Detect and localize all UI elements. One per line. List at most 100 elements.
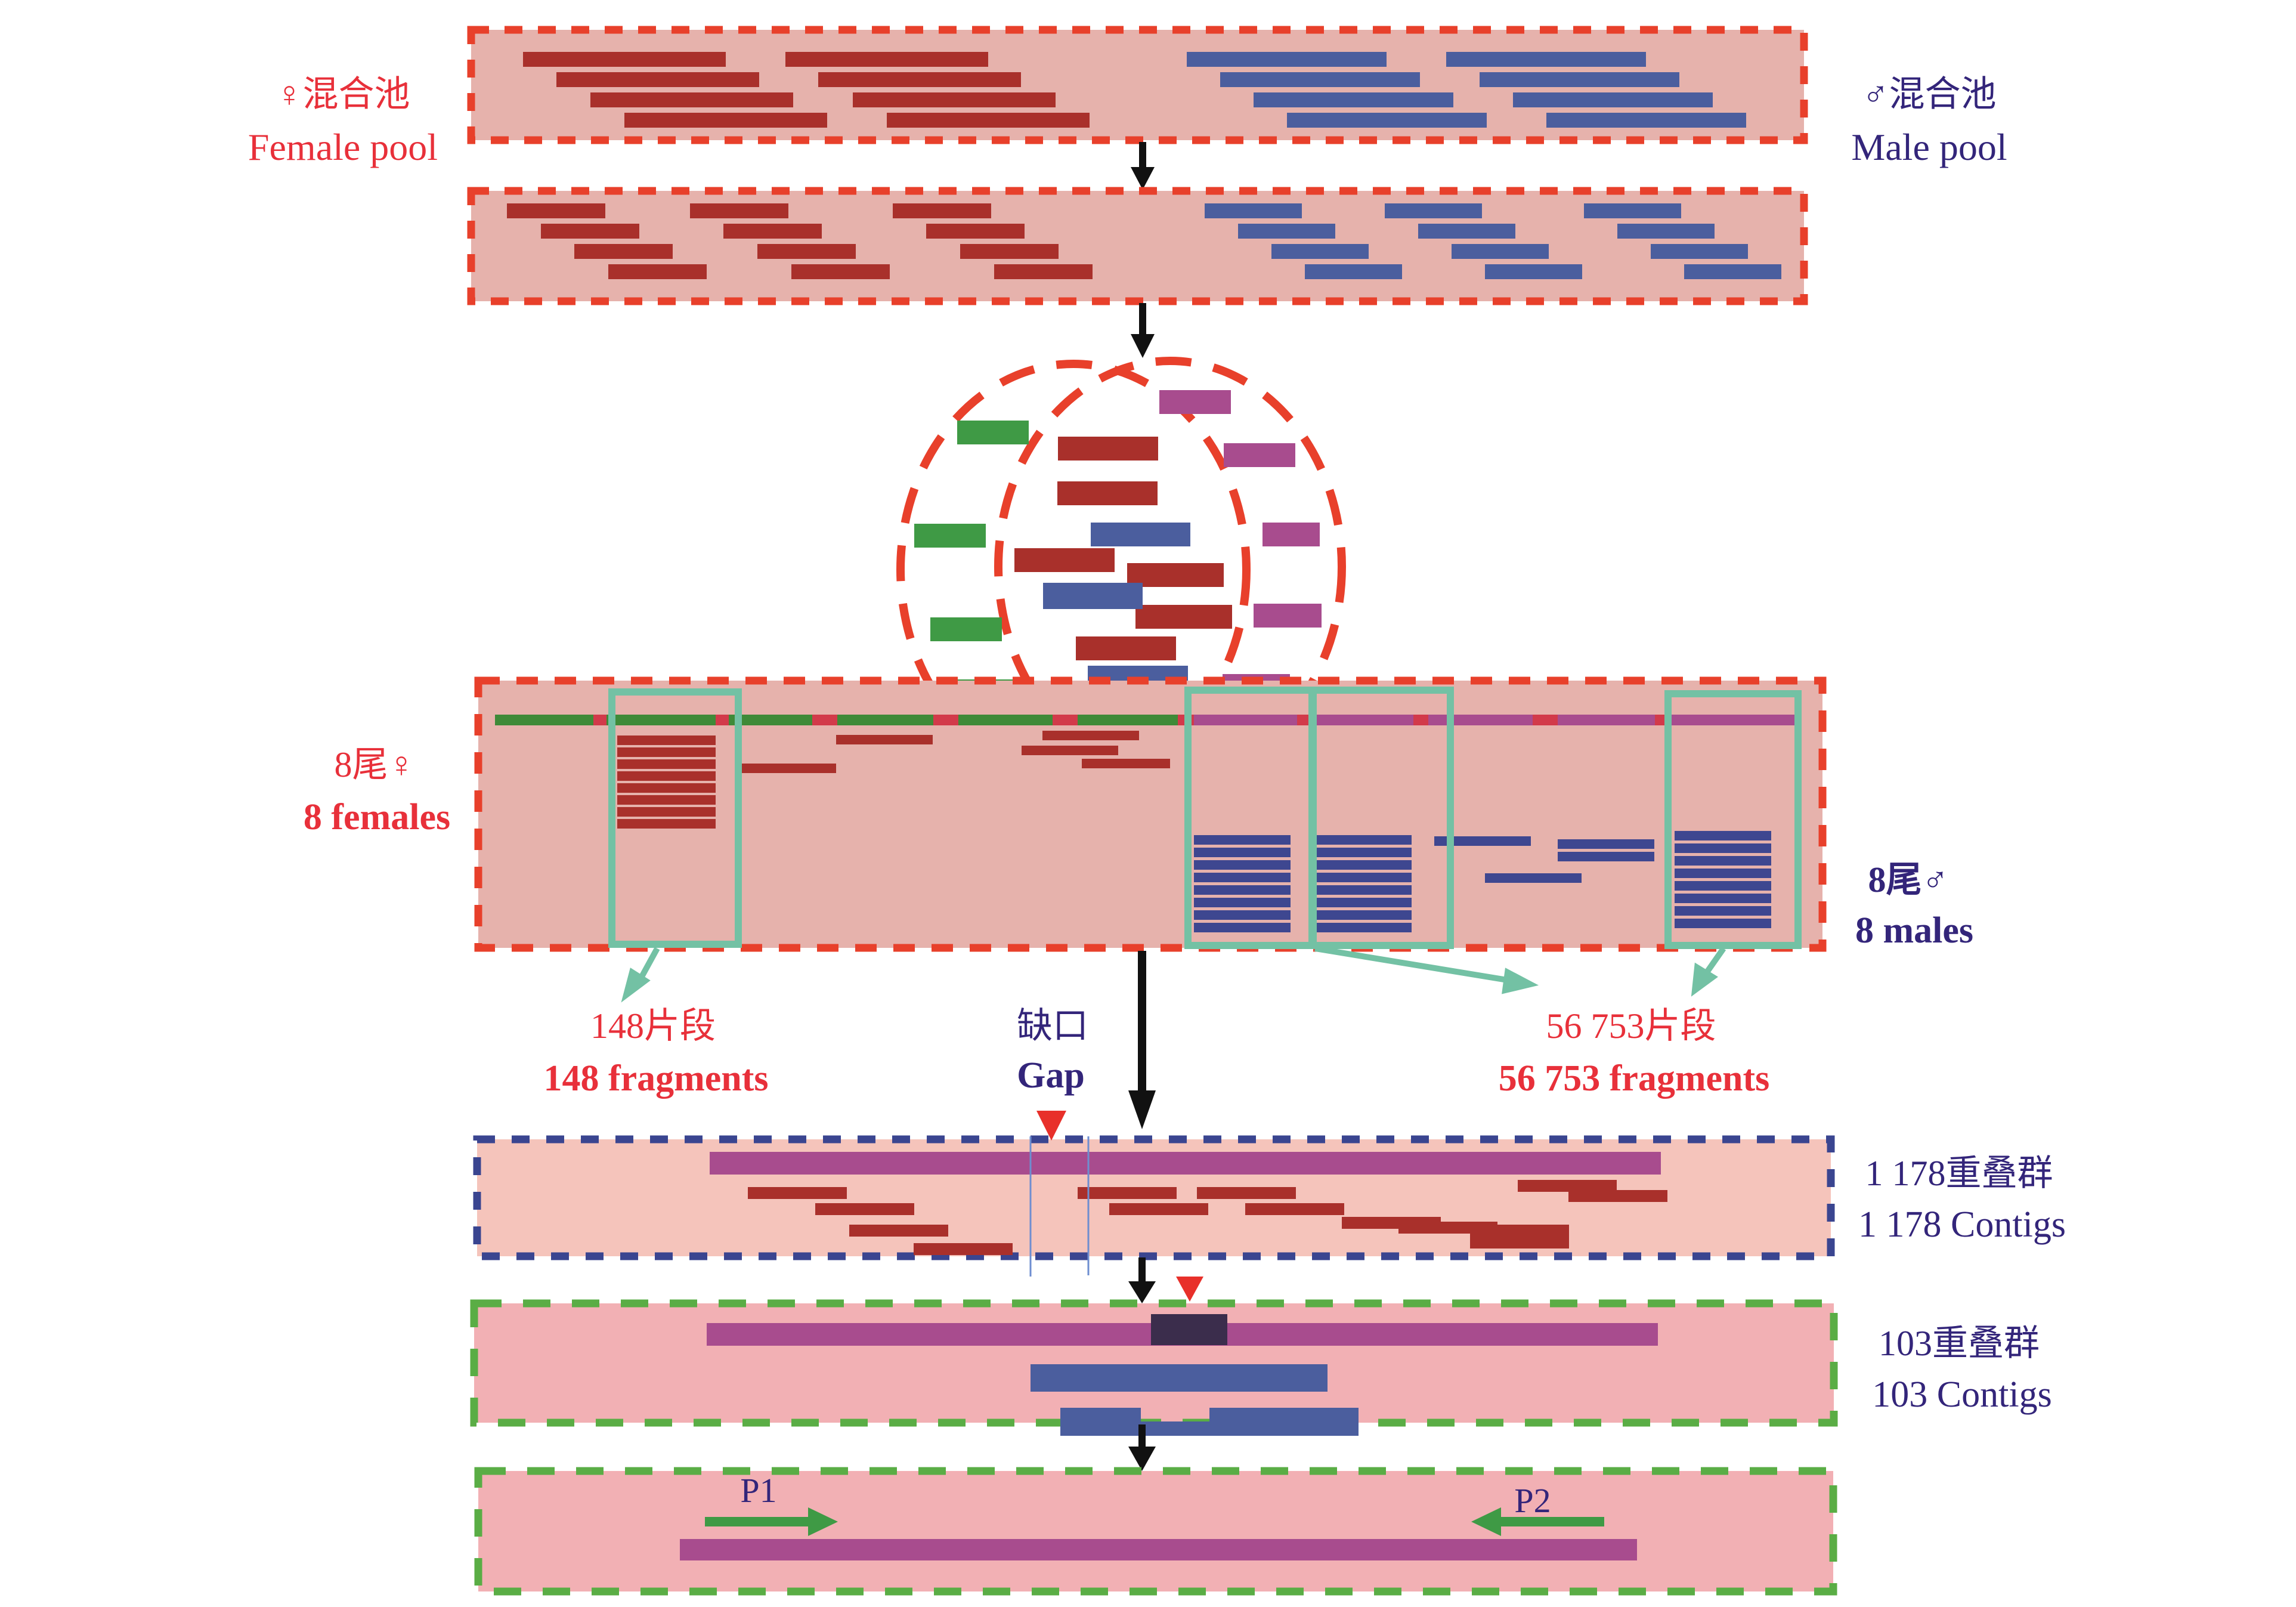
male-fragment [1271, 244, 1369, 259]
contig-read [748, 1187, 847, 1199]
left-arrow-icon [1471, 1507, 1604, 1536]
contig-reads [748, 1180, 1667, 1255]
male-read [1194, 885, 1291, 895]
selection-frames [608, 687, 1802, 949]
males-label-cn: 8尾♂ [1868, 860, 1949, 900]
down-arrow-icon [1128, 1257, 1156, 1303]
female-fragment [507, 203, 605, 218]
pointer-arrows [621, 945, 1726, 1003]
male-read [1287, 113, 1487, 128]
contig-read [1197, 1187, 1296, 1199]
male-read [1315, 848, 1412, 857]
red-read [1076, 636, 1176, 660]
female-pool-label-cn: ♀混合池 [276, 75, 410, 114]
male-read [1315, 885, 1412, 895]
male-fragments [1205, 203, 1781, 279]
female-pool-label-en: Female pool [248, 126, 438, 168]
red-read [1135, 605, 1232, 629]
male-read [1315, 873, 1412, 882]
female-fragment [791, 264, 890, 279]
male-read [1220, 72, 1420, 87]
males-label-en: 8 males [1855, 910, 1973, 951]
male-read [1675, 881, 1771, 891]
blue-read [1091, 523, 1190, 546]
male-read [1675, 831, 1771, 840]
contig-scaffold [710, 1152, 1661, 1175]
male-read [1558, 839, 1654, 849]
contig-read [1245, 1203, 1344, 1215]
female-read [617, 771, 716, 781]
male-read [1315, 860, 1412, 870]
purple-read [1263, 523, 1320, 546]
male-fragment [1651, 244, 1748, 259]
down-arrow-icon [1128, 1424, 1156, 1471]
green-read [914, 524, 986, 548]
red-read [1127, 563, 1224, 587]
male-fragment [1385, 203, 1482, 218]
gap-boundary-lines [1029, 1136, 1090, 1277]
male-read [1675, 856, 1771, 866]
green-read [957, 421, 1029, 444]
red-reads [1014, 437, 1232, 660]
stage-primer-design [474, 1467, 1837, 1596]
purple-read [1254, 604, 1322, 628]
stage-contigs-1178 [473, 1111, 1835, 1277]
fragments-56753-label-cn: 56 753片段 [1546, 1006, 1716, 1046]
male-fragment [1617, 224, 1715, 239]
male-read [1558, 852, 1654, 861]
female-read [1042, 731, 1139, 740]
male-read [1315, 898, 1412, 907]
male-fragment [1485, 264, 1582, 279]
red-read [1058, 437, 1158, 461]
females-label-en: 8 females [304, 797, 450, 838]
reference-line [495, 715, 1796, 725]
blue-read [1043, 583, 1143, 609]
female-read [523, 52, 726, 67]
female-screen-reads [617, 731, 1170, 829]
down-arrow-icon [1131, 303, 1155, 358]
female-read [617, 819, 716, 829]
male-read [1194, 910, 1291, 920]
female-read [887, 113, 1090, 128]
selection-frame-female [608, 688, 742, 948]
stage-individual-screening [474, 676, 1827, 1003]
target-sequence [680, 1539, 1637, 1560]
fragments-56753-label-en: 56 753 fragments [1499, 1058, 1770, 1099]
male-pool-reads [1187, 52, 1746, 128]
female-read [836, 735, 933, 744]
down-arrow-icon [1128, 951, 1156, 1129]
female-fragment [994, 264, 1093, 279]
male-fragment [1238, 224, 1335, 239]
female-fragment [926, 224, 1025, 239]
male-read [1675, 894, 1771, 903]
female-read [1082, 759, 1170, 768]
purple-read [1159, 390, 1231, 414]
right-arrow-icon [705, 1507, 838, 1536]
male-read [1485, 873, 1582, 883]
male-read [1315, 910, 1412, 920]
red-read [1014, 548, 1115, 572]
down-arrow-icon [1131, 142, 1155, 190]
male-read [1254, 92, 1453, 107]
female-read [590, 92, 793, 107]
female-read [617, 807, 716, 817]
male-read [1194, 835, 1291, 845]
male-read [1315, 923, 1412, 932]
male-fragment [1684, 264, 1781, 279]
fragments-148-label-cn: 148片段 [590, 1006, 716, 1046]
male-read [1546, 113, 1746, 128]
purple-read [1224, 443, 1295, 467]
female-fragment [690, 203, 788, 218]
females-label-cn: 8尾♀ [335, 745, 415, 784]
pointer-arrow-head [1691, 962, 1718, 997]
male-fragment [1305, 264, 1402, 279]
pointer-arrow-head [1502, 968, 1539, 994]
male-read [1194, 898, 1291, 907]
male-fragment [1584, 203, 1681, 218]
stage-fragmented-reads [467, 187, 1808, 305]
male-read [1194, 923, 1291, 932]
selection-frame-male [1308, 687, 1454, 949]
female-read [739, 764, 836, 773]
contigs-103-label-en: 103 Contigs [1872, 1374, 2051, 1415]
gap-label-cn: 缺口 [1017, 1006, 1088, 1046]
